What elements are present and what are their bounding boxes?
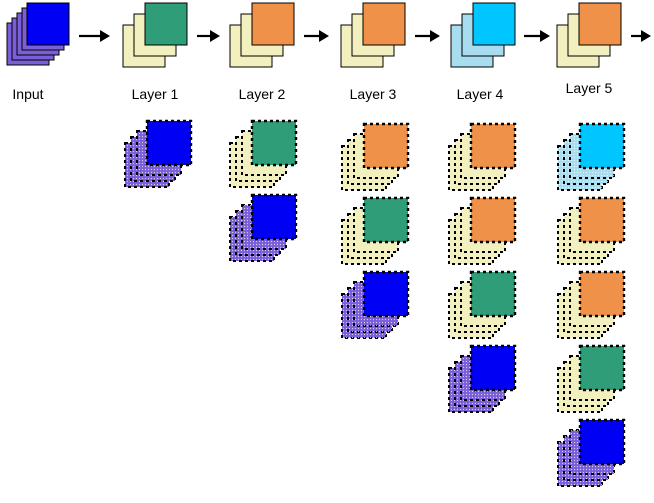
layer-5-feature-1 (557, 122, 626, 191)
front-square (578, 418, 626, 466)
layer-1-label: Layer 1 (132, 86, 179, 102)
arrow-4 (415, 30, 440, 42)
layer-5-label: Layer 5 (566, 80, 613, 96)
layer-5-stack (556, 2, 622, 68)
front-square (144, 2, 188, 46)
layer-4-stack (450, 2, 516, 68)
layer-1-feature-1 (124, 119, 193, 188)
layer-4-feature-2 (448, 196, 517, 265)
arrow-2 (197, 30, 220, 42)
arrow-5 (524, 30, 550, 42)
layer-5-feature-2 (557, 196, 626, 265)
arrow-3 (304, 30, 329, 42)
layer-4-feature-3 (448, 270, 517, 339)
layer-5-feature-3 (557, 270, 626, 339)
layer-4-label: Layer 4 (457, 86, 504, 102)
front-square (362, 196, 410, 244)
layer-5-feature-5 (557, 418, 626, 487)
front-square (26, 2, 70, 46)
front-square (250, 119, 298, 167)
front-square (578, 344, 626, 392)
arrow-1 (79, 30, 110, 42)
front-square (578, 270, 626, 318)
front-square (469, 270, 517, 318)
front-square (469, 344, 517, 392)
input-label: Input (12, 86, 43, 102)
front-square (469, 122, 517, 170)
layer-3-feature-3 (341, 270, 410, 339)
layer-2-feature-2 (229, 193, 298, 262)
layer-3-stack (340, 2, 406, 68)
layer-3-feature-1 (341, 122, 410, 191)
layer-1-stack (122, 2, 188, 68)
front-square (472, 2, 516, 46)
front-square (145, 119, 193, 167)
front-square (578, 122, 626, 170)
layer-2-label: Layer 2 (239, 86, 286, 102)
front-square (578, 2, 622, 46)
layer-4-feature-4 (448, 344, 517, 413)
layer-4-feature-1 (448, 122, 517, 191)
arrow-row (79, 30, 651, 42)
front-square (251, 2, 295, 46)
input-stack (6, 2, 70, 66)
front-square (362, 270, 410, 318)
layer-2-stack (229, 2, 295, 68)
layer-5-feature-4 (557, 344, 626, 413)
front-square (362, 2, 406, 46)
front-square (362, 122, 410, 170)
layer-3-feature-2 (341, 196, 410, 265)
arrow-6 (631, 30, 651, 42)
feature-columns (124, 119, 626, 487)
front-square (578, 196, 626, 244)
front-square (469, 196, 517, 244)
layer-2-feature-1 (229, 119, 298, 188)
top-row (6, 2, 622, 68)
layer-3-label: Layer 3 (350, 86, 397, 102)
front-square (250, 193, 298, 241)
